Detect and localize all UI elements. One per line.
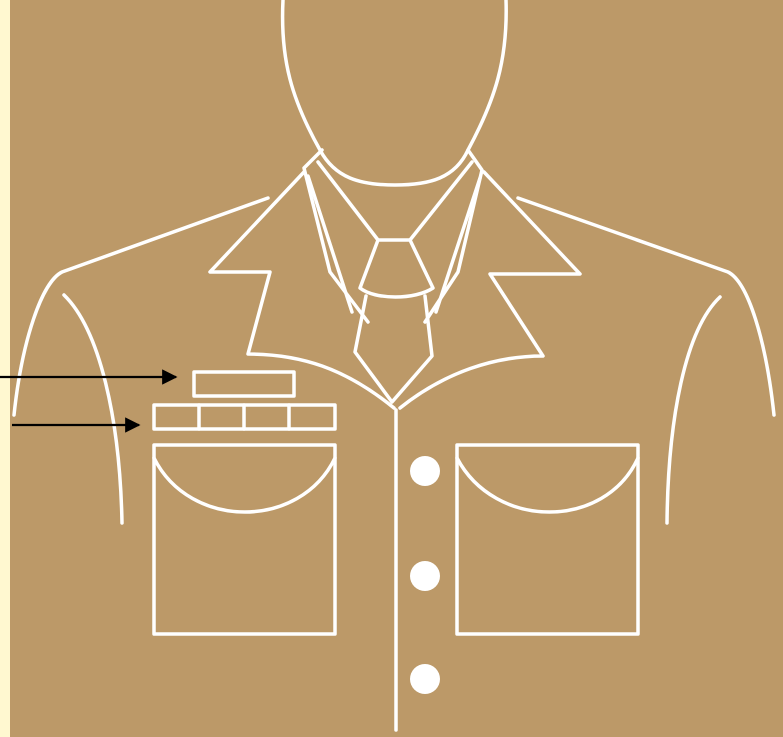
button-2 — [410, 561, 440, 591]
button-3 — [410, 664, 440, 694]
button-1 — [410, 456, 440, 486]
